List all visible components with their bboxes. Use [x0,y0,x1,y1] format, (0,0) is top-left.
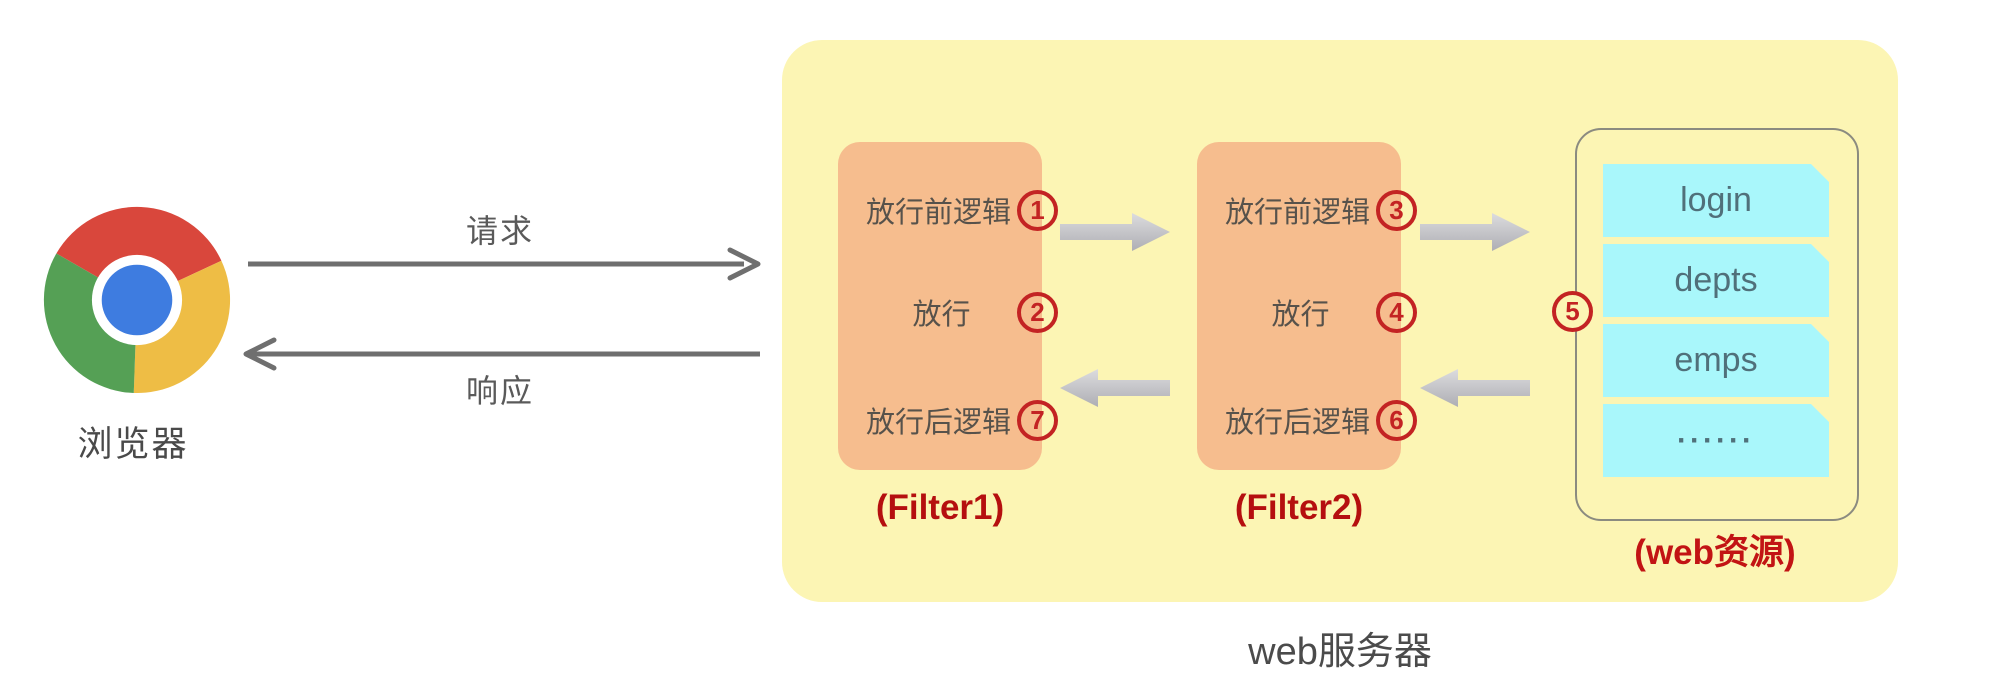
arrow-filter2-to-filter1-icon [1060,369,1170,407]
web-resources-label: (web资源) [1634,533,1796,572]
step-6-badge: 6 [1376,399,1417,441]
filter2-pre-row: 放行前逻辑 3 [1197,186,1417,234]
resource-item-depts: depts [1603,244,1829,317]
filter1-box: 放行前逻辑 1 放行 2 放行后逻辑 7 [838,142,1058,470]
resource-item-emps: emps [1603,324,1829,397]
web-server-label: web服务器 [1248,631,1432,673]
step-2-badge: 2 [1017,291,1058,333]
arrow-resources-to-filter2-icon [1420,369,1530,407]
chrome-browser-icon [43,206,231,394]
arrow-filter1-to-filter2-icon [1060,213,1170,251]
arrow-filter2-to-resources-icon [1420,213,1530,251]
response-arrow [243,337,760,371]
web-resources-list: login depts emps ······ [1603,164,1829,477]
filter1-pre-text: 放行前逻辑 [866,197,1012,229]
request-label: 请求 [465,213,534,249]
step-7-badge: 7 [1017,399,1058,441]
step-5-badge: 5 [1552,291,1593,332]
response-label: 响应 [465,373,534,409]
filter2-box: 放行前逻辑 3 放行 4 放行后逻辑 6 [1197,142,1417,470]
filter2-pass-text: 放行 [1271,299,1330,331]
step-4-badge: 4 [1376,291,1417,333]
filter1-pass-text: 放行 [912,299,971,331]
step-3-badge: 3 [1376,189,1417,231]
filter2-pre-text: 放行前逻辑 [1225,197,1371,229]
web-resources-box: login depts emps ······ [1575,128,1859,521]
browser-label: 浏览器 [77,425,189,464]
filter1-post-row: 放行后逻辑 7 [838,396,1058,444]
filter2-post-row: 放行后逻辑 6 [1197,396,1417,444]
filter2-label: (Filter2) [1234,488,1364,527]
filter1-pass-row: 放行 2 [838,288,1058,336]
resource-item-more: ······ [1603,404,1829,477]
resource-item-login: login [1603,164,1829,237]
filter2-pass-row: 放行 4 [1197,288,1417,336]
filter1-post-text: 放行后逻辑 [866,407,1012,439]
step-1-badge: 1 [1017,189,1058,231]
filter1-label: (Filter1) [875,488,1005,527]
filter2-post-text: 放行后逻辑 [1225,407,1371,439]
request-arrow [248,247,761,281]
filter1-pre-row: 放行前逻辑 1 [838,186,1058,234]
